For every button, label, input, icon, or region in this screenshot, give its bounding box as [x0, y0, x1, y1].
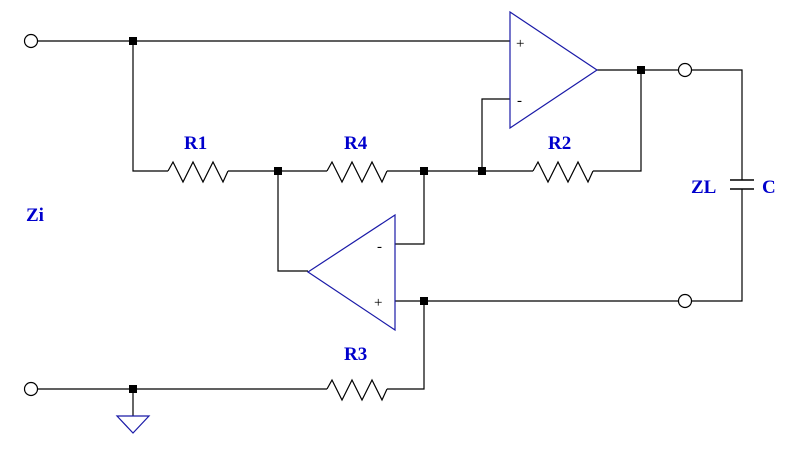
resistor-r4	[326, 160, 388, 184]
terminal-input-top	[23, 33, 39, 49]
wire-bottom-minus	[395, 171, 425, 245]
wire-bottom-output	[277, 171, 308, 272]
opamp-bottom-icon	[306, 213, 396, 332]
wire-r3-up	[387, 301, 425, 390]
label-r2: R2	[548, 133, 571, 154]
junction-dot	[274, 167, 282, 175]
junction-dot	[129, 385, 137, 393]
junction-dot	[129, 37, 137, 45]
label-r1: R1	[184, 133, 207, 154]
junction-dot	[637, 66, 645, 74]
label-zi: Zi	[26, 205, 44, 226]
junction-dot	[420, 297, 428, 305]
label-r4: R4	[344, 133, 368, 154]
terminal-output-bottom	[677, 293, 693, 309]
junction-dot	[478, 167, 486, 175]
terminal-output-top	[677, 62, 693, 78]
resistor-r1	[167, 160, 229, 184]
resistor-r3	[326, 378, 388, 402]
wires	[37, 40, 743, 416]
wire-r2-output	[593, 70, 642, 172]
label-c: C	[762, 177, 776, 198]
capacitor	[730, 178, 754, 192]
junctions	[129, 37, 645, 393]
wire-load-top	[692, 69, 743, 178]
label-zl: ZL	[691, 177, 716, 198]
ground-icon	[115, 415, 151, 434]
wire-left-vertical	[132, 41, 168, 172]
opamp-top-icon	[509, 10, 599, 130]
terminal-input-bottom	[23, 381, 39, 397]
opamp-top-plus: +	[516, 36, 524, 52]
label-r3: R3	[344, 344, 367, 365]
opamp-top-minus: -	[517, 93, 522, 109]
opamp-bottom-minus: -	[377, 239, 382, 255]
junction-dot	[420, 167, 428, 175]
opamp-bottom-plus: +	[374, 295, 382, 311]
wire-top-minus-feedback	[481, 98, 510, 171]
wire-load-bottom	[692, 192, 743, 302]
resistor-r2	[532, 160, 594, 184]
